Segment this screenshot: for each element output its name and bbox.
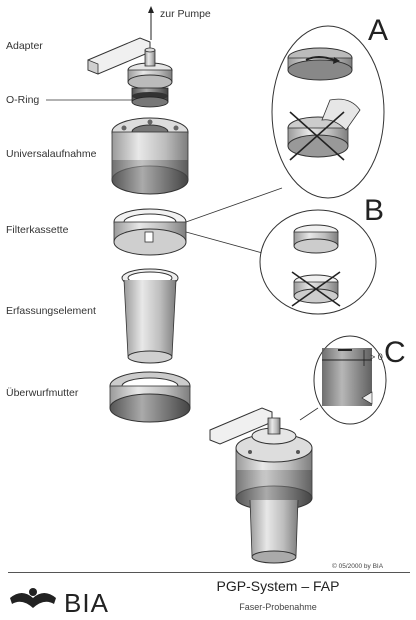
callout-a — [271, 25, 385, 199]
pump-label: zur Pumpe — [160, 8, 211, 20]
bia-logo-icon — [10, 588, 56, 608]
footer-divider — [8, 572, 410, 573]
pump-arrow — [148, 6, 154, 40]
system-subtitle: Faser-Probenahme — [239, 602, 317, 612]
oring-label: O-Ring — [6, 94, 39, 106]
system-title: PGP-System – FAP — [216, 578, 340, 594]
callout-b — [259, 209, 377, 315]
callout-c — [313, 335, 387, 425]
universal-holder-part — [111, 117, 189, 195]
callout-leaders — [185, 187, 319, 421]
erfassung-label: Erfassungselement — [6, 305, 96, 317]
ueberwurf-label: Überwurfmutter — [6, 387, 79, 399]
callout-c-letter: C — [384, 336, 406, 369]
collection-element-part — [121, 268, 179, 364]
universal-label: Universalaufnahme — [6, 148, 97, 160]
callout-b-letter: B — [364, 194, 384, 227]
assembled-unit — [209, 407, 313, 564]
callout-a-letter: A — [368, 14, 388, 47]
copyright-text: © 05/2000 by BIA — [332, 562, 384, 570]
adapter-part — [87, 37, 173, 90]
gap-label: > 0 — [370, 352, 383, 362]
union-nut-part — [109, 371, 191, 423]
brand-name: BIA — [64, 588, 109, 618]
oring-part — [131, 87, 169, 108]
filter-label: Filterkassette — [6, 224, 69, 236]
filter-cassette-part — [113, 208, 187, 256]
adapter-label: Adapter — [6, 40, 43, 52]
footer: BIA PGP-System – FAP Faser-Probenahme — [0, 572, 416, 620]
